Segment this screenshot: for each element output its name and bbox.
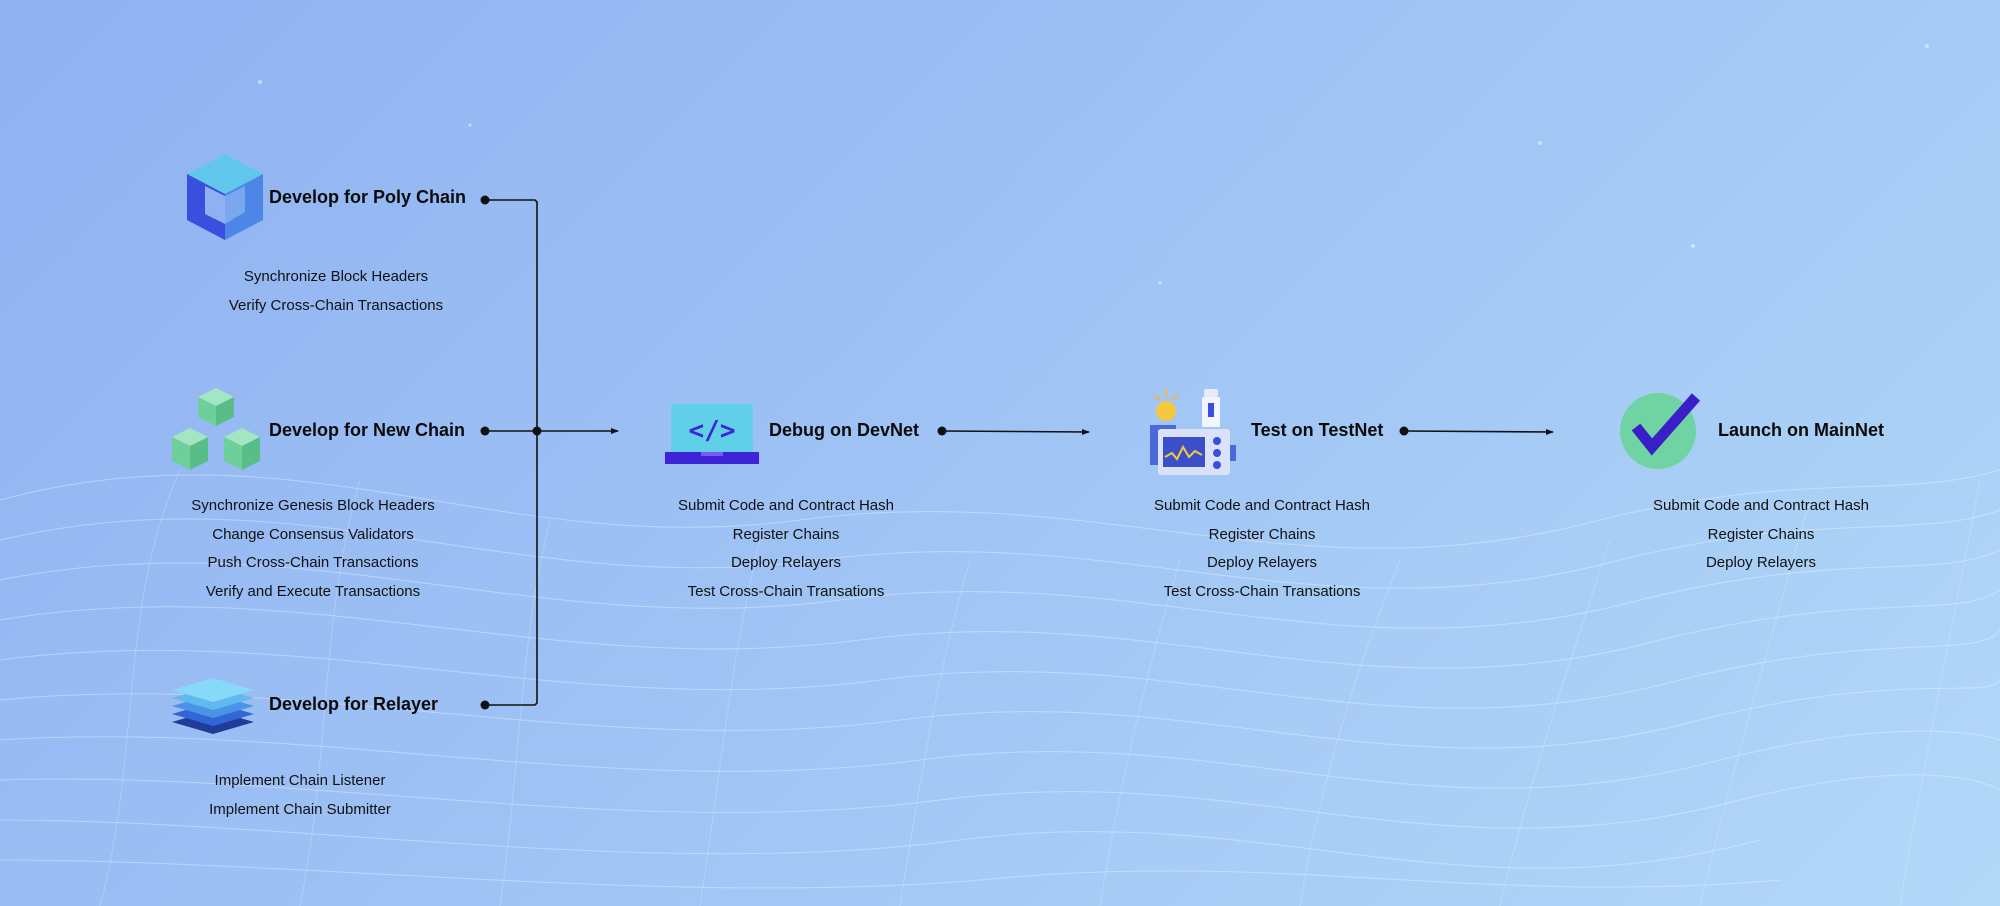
connector-poly [485, 199, 538, 706]
cube-icon [187, 154, 263, 240]
source-items: Synchronize Block Headers Verify Cross-C… [226, 263, 446, 320]
list-item: Submit Code and Contract Hash [1154, 497, 1370, 514]
list-item: Verify and Execute Transactions [205, 583, 421, 601]
dot-poly [480, 195, 490, 205]
list-item: Deploy Relayers [730, 554, 842, 572]
stage-title: Launch on MainNet [1718, 420, 1884, 440]
list-item: Submit Code and Contract Hash [1653, 497, 1869, 514]
list-item: Register Chains [1707, 525, 1815, 543]
stage-items: Submit Code and Contract Hash Register C… [1641, 492, 1881, 578]
list-item: Synchronize Block Headers [243, 268, 429, 285]
list-item: Submit Code and Contract Hash [678, 497, 894, 514]
list-item: Push Cross-Chain Transactions [207, 554, 419, 572]
code-laptop-icon: </> [665, 404, 759, 464]
checkmark-icon [1620, 393, 1701, 469]
stage-title: Test on TestNet [1251, 420, 1384, 440]
dot-devnet [937, 426, 947, 436]
list-item: Register Chains [732, 525, 840, 543]
stage-items: Submit Code and Contract Hash Register C… [1142, 492, 1382, 607]
list-item: Implement Chain Submitter [209, 800, 391, 818]
list-item: Test Cross-Chain Transations [687, 583, 885, 601]
stage-items: Submit Code and Contract Hash Register C… [666, 492, 906, 607]
source-items: Implement Chain Listener Implement Chain… [190, 767, 410, 824]
list-item: Verify Cross-Chain Transactions [228, 296, 444, 314]
lab-equipment-icon [1150, 389, 1236, 475]
list-item: Register Chains [1208, 525, 1316, 543]
source-items: Synchronize Genesis Block Headers Change… [170, 492, 456, 607]
arrow-to-mainnet [1403, 428, 1554, 435]
source-title: Develop for Poly Chain [269, 187, 467, 207]
source-title: Develop for New Chain [269, 420, 466, 440]
list-item: Deploy Relayers [1206, 554, 1318, 572]
arrow-to-testnet [941, 428, 1090, 435]
dot-testnet [1399, 426, 1409, 436]
stage-title: Debug on DevNet [769, 420, 920, 440]
source-title: Develop for Relayer [269, 694, 439, 714]
dot-junction [532, 426, 542, 436]
list-item: Implement Chain Listener [214, 772, 386, 789]
list-item: Change Consensus Validators [212, 525, 414, 543]
list-item: Test Cross-Chain Transations [1163, 583, 1361, 601]
list-item: Deploy Relayers [1705, 554, 1817, 572]
svg-text:</>: </> [689, 416, 736, 446]
stacked-layers-icon [172, 678, 254, 734]
green-cubes-icon [172, 388, 260, 470]
dot-relayer [480, 700, 490, 710]
list-item: Synchronize Genesis Block Headers [191, 497, 435, 514]
dot-new [480, 426, 490, 436]
